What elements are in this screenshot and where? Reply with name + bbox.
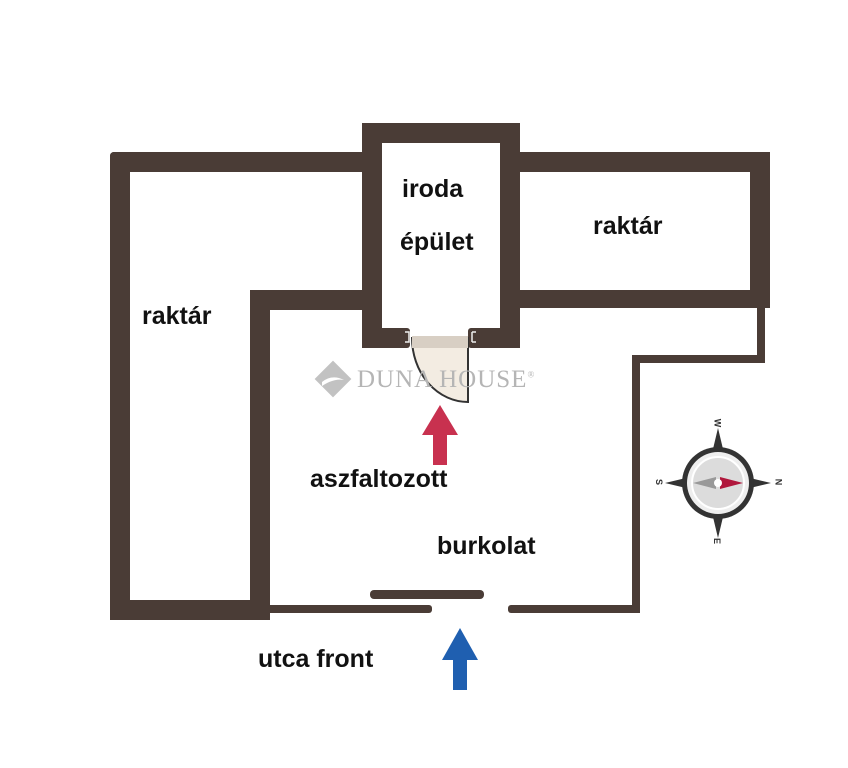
right-storage-top-wall (520, 152, 770, 172)
courtyard-label-2: burkolat (437, 532, 536, 560)
left-wall (110, 152, 130, 620)
left-storage-inner-top-wall (250, 290, 370, 310)
watermark-mark: ® (527, 369, 536, 380)
left-storage-bottom-wall (110, 600, 270, 620)
office-left-wall (362, 123, 382, 348)
watermark-text: DUNA HOUSE (357, 366, 528, 393)
street-label: utca front (258, 645, 374, 673)
door (405, 331, 476, 404)
office-bottom-wall-right (468, 328, 520, 348)
gate (370, 590, 484, 599)
room-label-storage-left: raktár (142, 302, 212, 330)
courtyard-label-1: aszfaltozott (310, 465, 448, 493)
courtyard-bottom-wall-left (262, 605, 432, 613)
courtyard-wall (632, 355, 765, 363)
office-top-wall (362, 123, 520, 143)
compass-label-right: N (773, 478, 784, 486)
room-label-building: épület (400, 228, 474, 256)
courtyard-wall (632, 355, 640, 613)
street-arrow-up-icon (442, 628, 478, 690)
office-bottom-wall-left (362, 328, 410, 348)
courtyard-bottom-wall-right (508, 605, 640, 613)
compass-label-bottom: E (712, 537, 723, 545)
watermark: DUNA HOUSE® (357, 366, 535, 394)
right-storage-right-wall (750, 152, 770, 308)
entry-arrow-up-icon (422, 405, 458, 465)
room-label-office: iroda (402, 175, 464, 203)
duna-house-logo-icon (314, 360, 352, 398)
top-left-wall (110, 152, 370, 172)
compass-icon (665, 428, 771, 538)
room-label-storage-right: raktár (593, 212, 663, 240)
compass-label-top: W (712, 418, 723, 428)
courtyard-wall (757, 306, 765, 363)
office-right-wall (500, 123, 520, 348)
compass-label-left: S (654, 478, 665, 486)
walls (110, 123, 770, 620)
left-storage-inner-wall (250, 290, 270, 620)
right-storage-bottom-wall (520, 290, 770, 308)
